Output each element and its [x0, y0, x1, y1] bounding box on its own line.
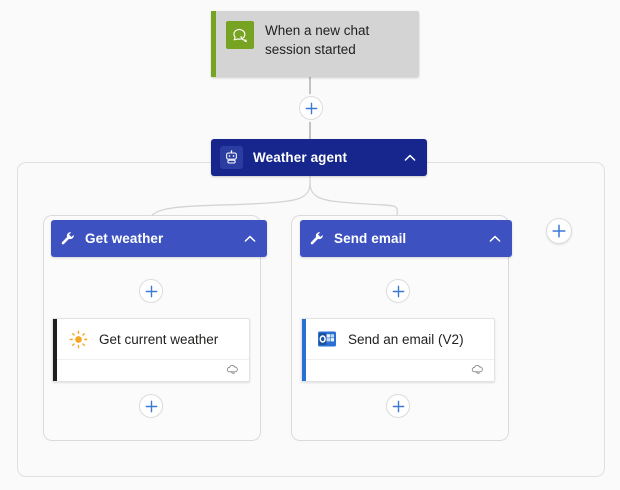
connector-cloud-icon — [470, 362, 485, 380]
add-step-send-email-bottom-button[interactable] — [386, 394, 410, 418]
trigger-accent-stripe — [211, 11, 216, 77]
sun-icon — [68, 329, 88, 349]
chevron-up-icon[interactable] — [402, 150, 418, 166]
plus-icon — [145, 285, 157, 297]
add-step-get-weather-top-button[interactable] — [139, 279, 163, 303]
action-label: Get current weather — [99, 331, 219, 347]
tool-label: Get weather — [85, 231, 164, 246]
action-card-get-current-weather[interactable]: Get current weather — [52, 318, 250, 382]
robot-icon — [220, 146, 243, 169]
add-step-get-weather-bottom-button[interactable] — [139, 394, 163, 418]
teams-chat-icon — [226, 21, 254, 49]
tool-label: Send email — [334, 231, 407, 246]
plus-icon — [145, 400, 157, 412]
tool-node-get-weather[interactable]: Get weather — [51, 220, 267, 257]
plus-icon — [305, 102, 317, 114]
add-tool-button[interactable] — [546, 218, 572, 244]
tool-node-send-email[interactable]: Send email — [300, 220, 512, 257]
outlook-icon — [317, 329, 337, 349]
action-accent-stripe — [53, 319, 57, 381]
action-label: Send an email (V2) — [348, 331, 464, 347]
plus-icon — [392, 285, 404, 297]
trigger-card[interactable]: When a new chat session started — [211, 11, 419, 77]
connector-cloud-icon — [225, 362, 240, 380]
trigger-label: When a new chat session started — [265, 23, 370, 57]
wrench-icon — [60, 231, 76, 247]
action-accent-stripe — [302, 319, 306, 381]
add-step-after-trigger-button[interactable] — [299, 96, 323, 120]
add-step-send-email-top-button[interactable] — [386, 279, 410, 303]
plus-icon — [552, 224, 566, 238]
chevron-up-icon[interactable] — [242, 231, 258, 247]
agent-label: Weather agent — [253, 150, 348, 165]
plus-icon — [392, 400, 404, 412]
wrench-icon — [309, 231, 325, 247]
agent-node-weather-agent[interactable]: Weather agent — [211, 139, 427, 176]
chevron-up-icon[interactable] — [487, 231, 503, 247]
action-card-send-an-email[interactable]: Send an email (V2) — [301, 318, 495, 382]
